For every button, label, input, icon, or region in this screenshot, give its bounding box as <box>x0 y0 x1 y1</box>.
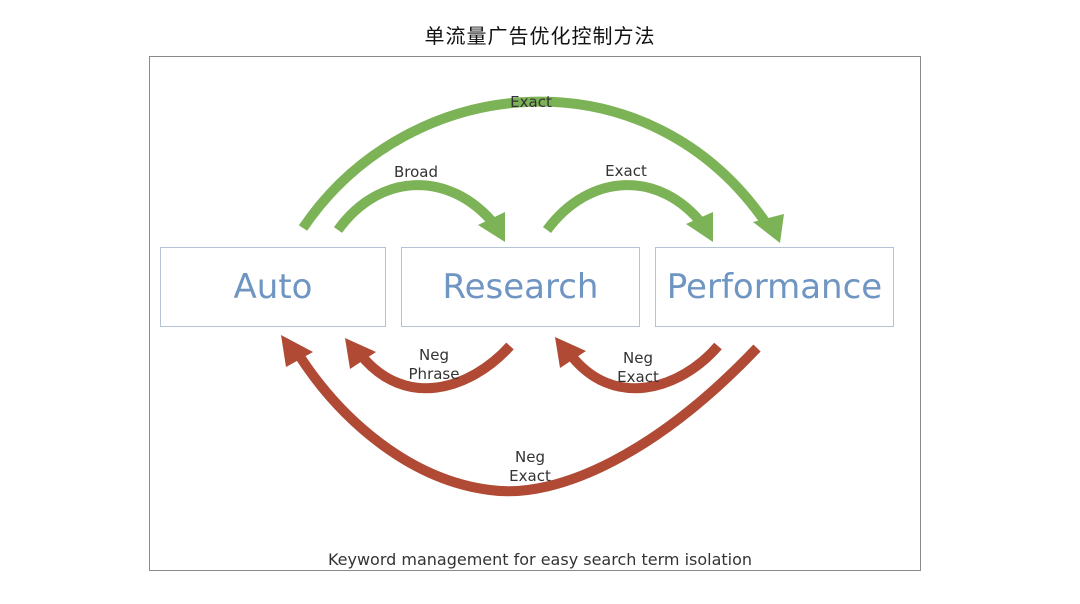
page-title: 单流量广告优化控制方法 <box>424 24 656 48</box>
arrow-performance-to-research-neg <box>555 337 722 394</box>
label-line-2: Phrase <box>408 365 460 383</box>
arrow-research-to-auto-neg <box>345 338 514 394</box>
diagram-frame <box>149 56 921 571</box>
label-performance-to-auto-neg: Neg Exact <box>509 448 551 486</box>
label-line-1: Neg <box>515 448 545 466</box>
label-research-to-auto-neg: Neg Phrase <box>409 346 460 384</box>
stage-label-auto: Auto <box>233 267 313 307</box>
stage-box-auto: Auto <box>160 247 386 327</box>
stage-label-research: Research <box>442 267 599 307</box>
stage-box-research: Research <box>401 247 640 327</box>
stage-box-performance: Performance <box>655 247 894 327</box>
arrow-auto-to-performance <box>298 96 784 243</box>
label-research-to-performance: Exact <box>605 162 647 180</box>
label-auto-to-performance: Exact <box>510 93 552 111</box>
arrow-research-to-performance <box>542 180 713 242</box>
arrow-auto-to-research <box>333 180 505 242</box>
stage-label-performance: Performance <box>666 267 883 307</box>
label-line-2: Exact <box>617 368 659 386</box>
label-line-1: Neg <box>419 346 449 364</box>
label-line-2: Exact <box>509 467 551 485</box>
diagram-caption: Keyword management for easy search term … <box>327 550 753 569</box>
label-performance-to-research-neg: Neg Exact <box>617 349 659 387</box>
label-auto-to-research: Broad <box>393 163 439 181</box>
label-line-1: Neg <box>623 349 653 367</box>
arrow-performance-to-auto-neg <box>281 335 761 497</box>
